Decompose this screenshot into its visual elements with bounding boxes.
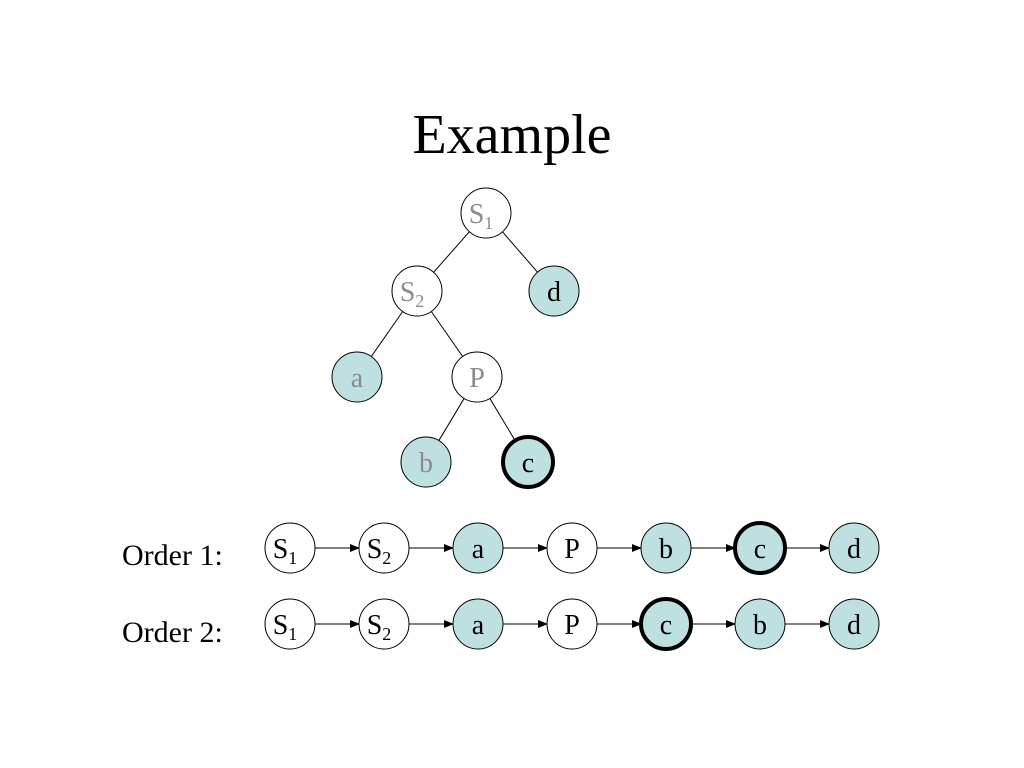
order-1-node-3-label: a — [472, 534, 485, 565]
order-2-node-5: c — [639, 597, 693, 651]
order-2-node-1-circle — [264, 598, 316, 650]
order-2-node-4-circle — [546, 598, 598, 650]
order-1-node-7-circle — [828, 522, 880, 574]
tree-node-b: b — [400, 436, 452, 488]
order-2-node-3: a — [452, 598, 504, 650]
tree-node-P: P — [451, 351, 503, 403]
tree-node-d: d — [528, 265, 580, 317]
order-1-node-1-circle — [264, 522, 316, 574]
order-1-node-6-label: c — [754, 534, 766, 565]
order-1-node-3: a — [452, 522, 504, 574]
tree-node-P-circle — [451, 351, 503, 403]
tree-node-c: c — [501, 435, 555, 489]
order-1-node-2: S2 — [358, 522, 410, 574]
tree-node-d-circle — [528, 265, 580, 317]
tree-edge-S1-d — [502, 231, 538, 273]
tree-node-a: a — [331, 351, 383, 403]
order-2-node-3-circle — [452, 598, 504, 650]
tree-node-d-label: d — [547, 277, 561, 308]
order-2-node-4-label: P — [564, 610, 580, 641]
order-1-node-5-circle — [640, 522, 692, 574]
order-1-node-1: S1 — [264, 522, 316, 574]
order-1-label: Order 1: — [122, 539, 223, 572]
order-2-node-7-circle — [828, 598, 880, 650]
tree-edges — [370, 231, 538, 441]
order-2-node-2: S2 — [358, 598, 410, 650]
order-1-node-6: c — [733, 521, 787, 575]
tree-node-b-label: b — [419, 448, 433, 479]
slide-title: Example — [412, 104, 612, 166]
order-2-node-5-label: c — [660, 610, 672, 641]
tree-edge-S2-a — [370, 311, 404, 357]
order-1-node-4-label: P — [564, 534, 580, 565]
tree-node-a-label: a — [351, 363, 364, 394]
order-2-node-6-label: b — [753, 610, 767, 641]
order-1-node-7-label: d — [847, 534, 861, 565]
order-2-node-4: P — [546, 598, 598, 650]
tree-edge-S2-P — [430, 311, 464, 357]
order-2-node-7-label: d — [847, 610, 861, 641]
order-1-node-4-circle — [546, 522, 598, 574]
order-1-node-6-circle — [733, 521, 787, 575]
order-1-node-2-circle — [358, 522, 410, 574]
tree-node-S1-circle — [460, 187, 512, 239]
order-1-node-3-circle — [452, 522, 504, 574]
order-2-node-6: b — [734, 598, 786, 650]
tree-node-S2: S2 — [391, 265, 443, 317]
order-2-node-2-circle — [358, 598, 410, 650]
order-2-node-1: S1 — [264, 598, 316, 650]
order-2-node-7: d — [828, 598, 880, 650]
tree-edge-S1-S2 — [433, 231, 470, 273]
tree-node-P-label: P — [469, 363, 485, 394]
order-2-node-3-label: a — [472, 610, 485, 641]
order-1-node-4: P — [546, 522, 598, 574]
tree-nodes: S1 d S2 a Pb c — [331, 187, 580, 489]
tree-node-c-circle — [501, 435, 555, 489]
order-2-label: Order 2: — [122, 616, 223, 649]
order-1-node-5-label: b — [659, 534, 673, 565]
tree-edge-P-c — [489, 398, 516, 441]
order-2-node-6-circle — [734, 598, 786, 650]
tree-node-S2-circle — [391, 265, 443, 317]
tree-node-a-circle — [331, 351, 383, 403]
tree-node-S1-label: S1 — [469, 199, 494, 233]
order-2-node-5-circle — [639, 597, 693, 651]
tree-node-c-label: c — [522, 448, 534, 479]
order-1-node-7: d — [828, 522, 880, 574]
tree-node-b-circle — [400, 436, 452, 488]
tree-edge-P-b — [438, 398, 465, 441]
tree-node-S1: S1 — [460, 187, 512, 239]
order-1-node-5: b — [640, 522, 692, 574]
